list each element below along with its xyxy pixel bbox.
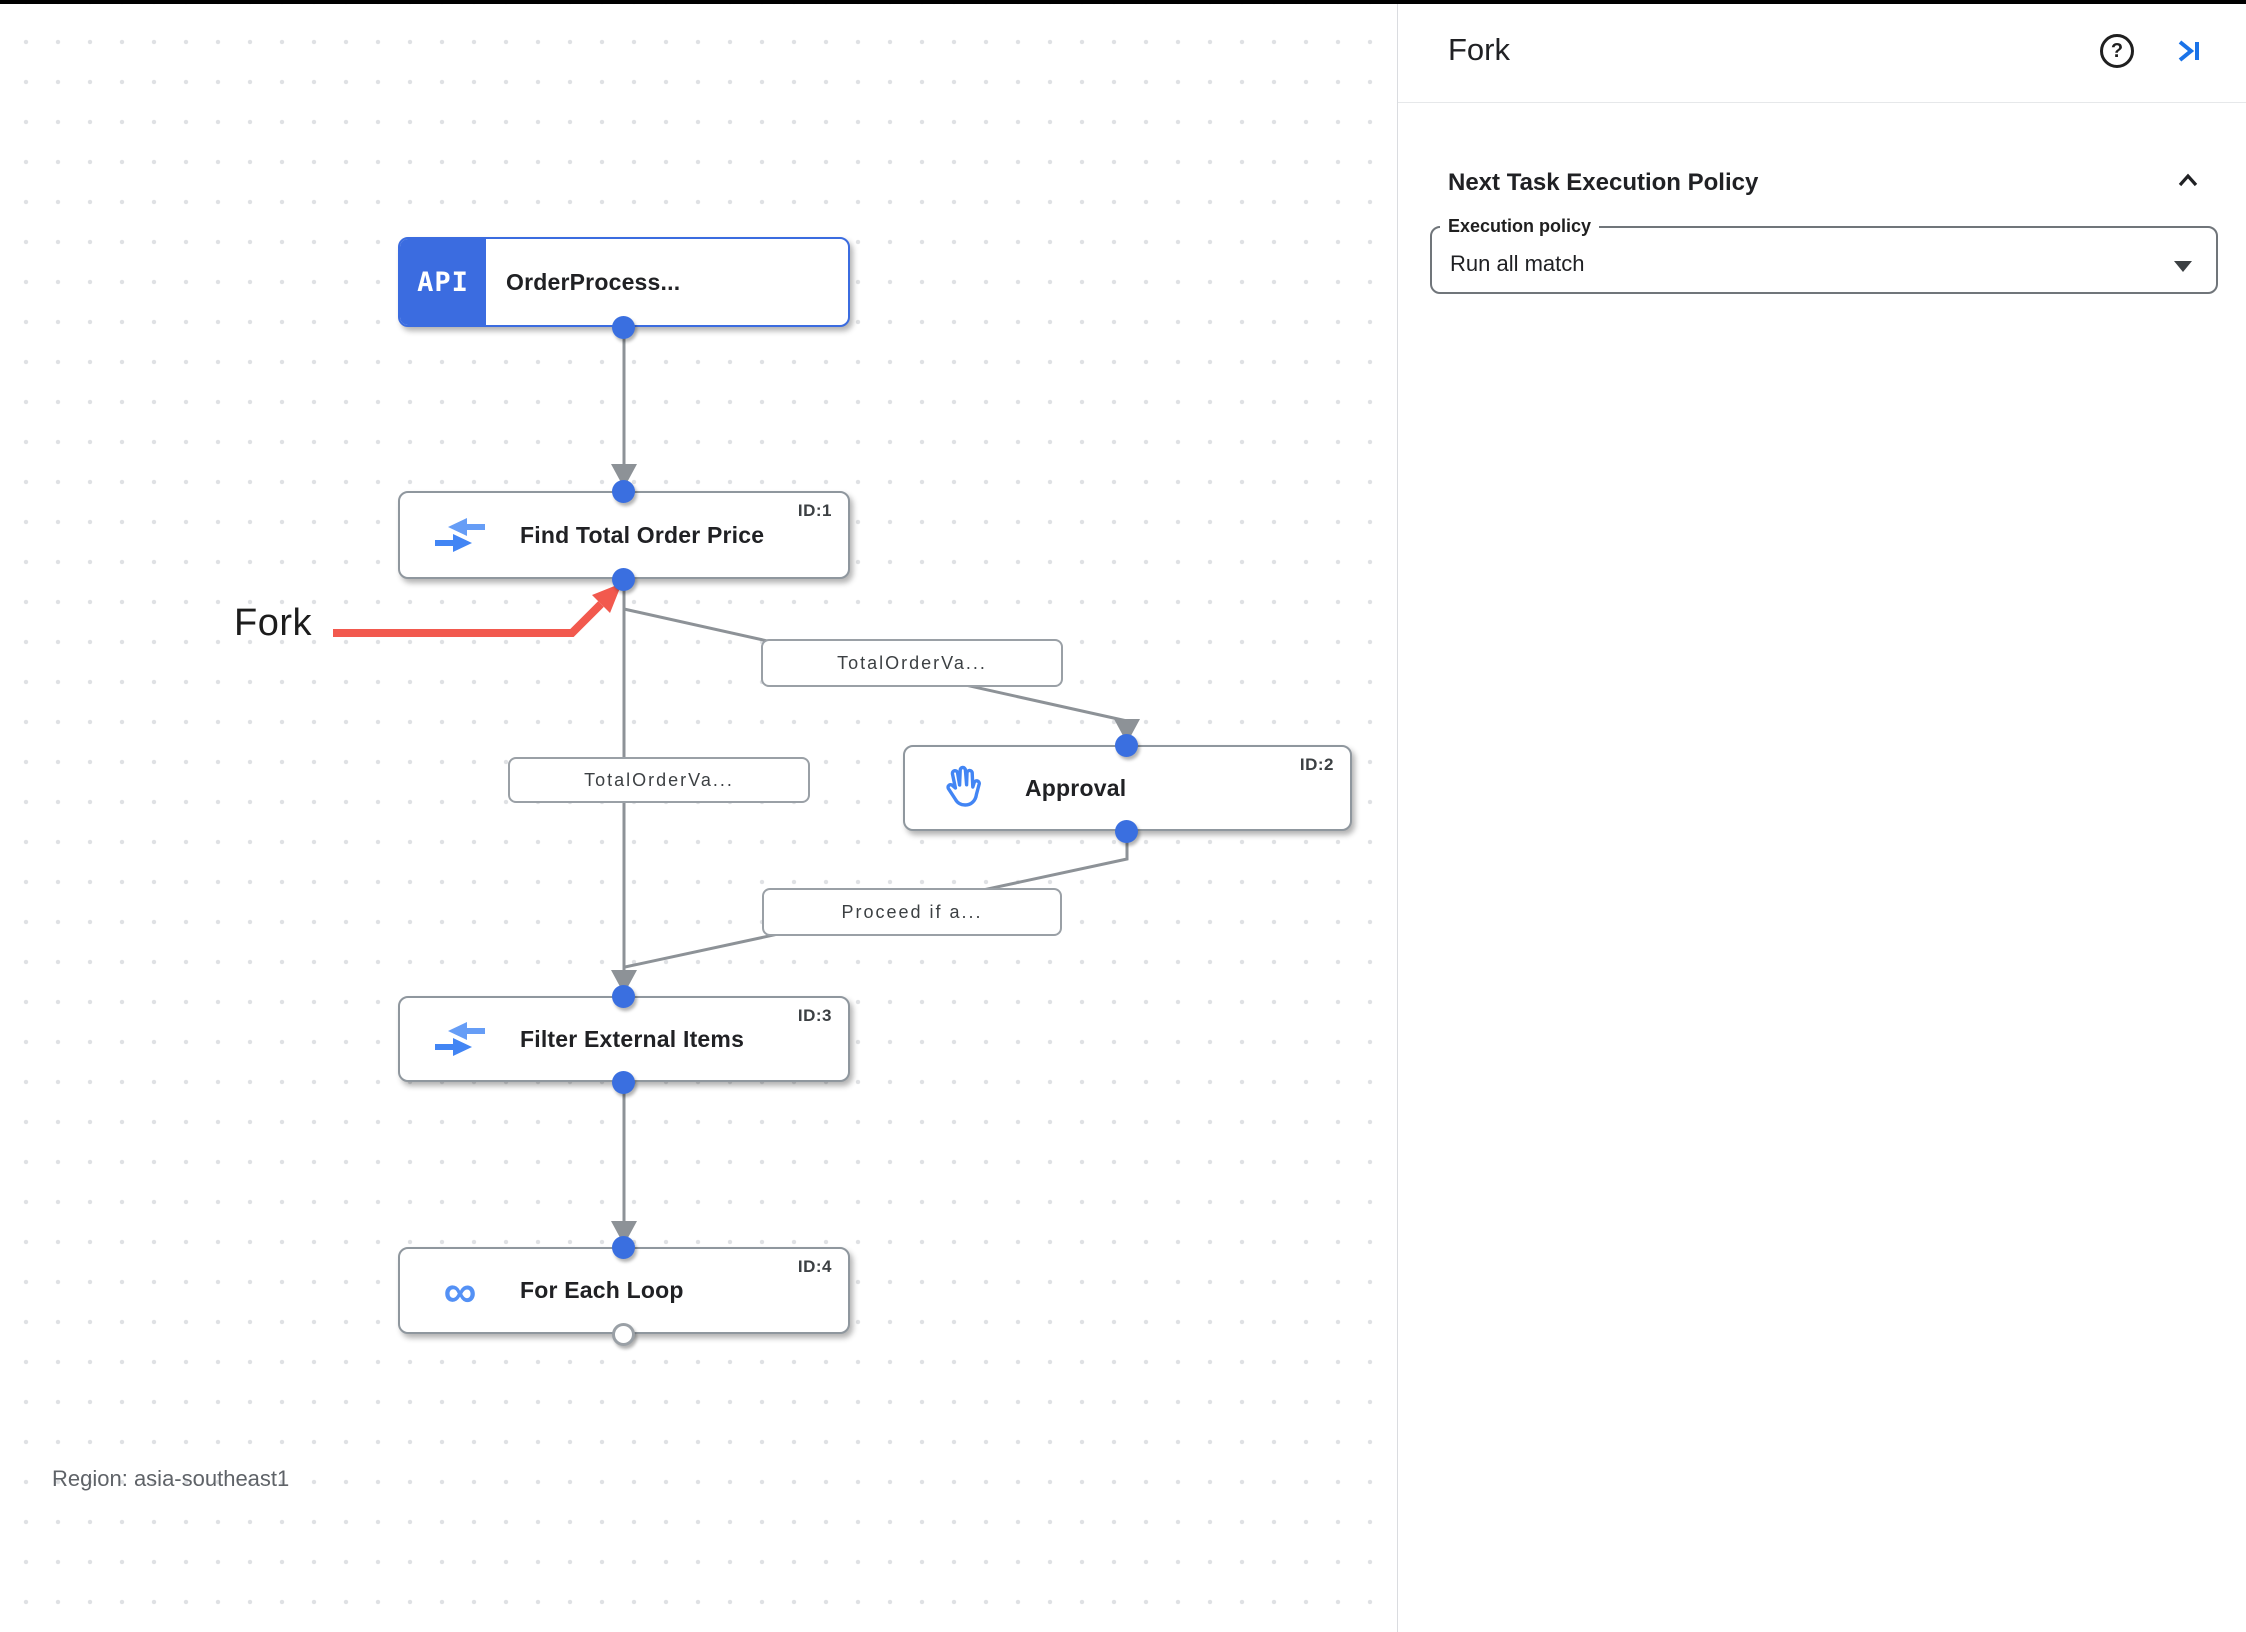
config-panel: Fork ? Next Task Execution Policy Execut… xyxy=(1397,4,2246,1632)
trigger-node-orderprocess[interactable]: API OrderProcess... xyxy=(398,237,850,327)
window-top-border xyxy=(0,0,2246,4)
port-task1-out-fork[interactable] xyxy=(612,568,635,591)
execution-policy-select[interactable]: Execution policy Run all match xyxy=(1430,216,2218,294)
edge-label-proceed-if[interactable]: Proceed if a... xyxy=(762,888,1062,936)
port-trigger-out[interactable] xyxy=(612,316,635,339)
region-label: Region: asia-southeast1 xyxy=(52,1466,290,1491)
task-id-badge: ID:1 xyxy=(797,501,832,520)
help-icon[interactable]: ? xyxy=(2100,34,2134,68)
port-task1-in[interactable] xyxy=(612,480,635,503)
port-task3-out[interactable] xyxy=(612,1071,635,1094)
data-mapping-icon xyxy=(400,515,520,555)
section-next-task-execution-policy[interactable]: Next Task Execution Policy xyxy=(1398,141,2246,229)
task-title: For Each Loop xyxy=(520,1277,684,1303)
panel-title: Fork xyxy=(1448,32,1510,67)
section-title: Next Task Execution Policy xyxy=(1448,169,1759,196)
for-each-loop-icon: ∞ xyxy=(400,1264,520,1317)
trigger-title: OrderProcess... xyxy=(506,268,681,295)
task-id-badge: ID:4 xyxy=(797,1257,832,1276)
chevron-up-icon[interactable] xyxy=(2172,165,2204,197)
task-title: Find Total Order Price xyxy=(520,521,765,548)
task-node-for-each-loop[interactable]: ∞ For Each Loop ID:4 xyxy=(398,1247,850,1334)
panel-header: Fork ? xyxy=(1398,4,2246,103)
edge-label-totalordervalue-left[interactable]: TotalOrderVa... xyxy=(508,757,810,803)
task-title: Filter External Items xyxy=(520,1025,745,1052)
collapse-panel-icon[interactable] xyxy=(2172,34,2206,68)
task-node-approval[interactable]: Approval ID:2 xyxy=(903,745,1352,831)
infinity-icon: ∞ xyxy=(443,1264,477,1317)
edge-arrowheads xyxy=(611,464,1140,1245)
port-task2-out[interactable] xyxy=(1115,820,1138,843)
fork-annotation-label: Fork xyxy=(234,602,312,644)
execution-policy-value: Run all match xyxy=(1450,251,1585,276)
execution-policy-label: Execution policy xyxy=(1448,216,1592,236)
approval-hand-icon xyxy=(905,764,1025,812)
task-node-filter-external-items[interactable]: Filter External Items ID:3 xyxy=(398,996,850,1082)
port-task4-out-empty[interactable] xyxy=(612,1323,635,1346)
edge-label-totalordervalue-right[interactable]: TotalOrderVa... xyxy=(761,639,1063,687)
port-task3-in[interactable] xyxy=(612,985,635,1008)
port-task2-in[interactable] xyxy=(1115,734,1138,757)
data-mapping-icon xyxy=(400,1019,520,1059)
workflow-canvas[interactable]: Fork API OrderProcess... Find Total Orde… xyxy=(0,4,1397,1632)
task-id-badge: ID:2 xyxy=(1299,755,1334,774)
port-task4-in[interactable] xyxy=(612,1236,635,1259)
task-node-find-total-order-price[interactable]: Find Total Order Price ID:1 xyxy=(398,491,850,579)
task-title: Approval xyxy=(1025,774,1127,801)
api-trigger-icon: API xyxy=(400,239,486,325)
fork-annotation-arrow xyxy=(333,583,622,637)
task-id-badge: ID:3 xyxy=(797,1006,832,1025)
caret-down-icon xyxy=(2174,261,2192,272)
